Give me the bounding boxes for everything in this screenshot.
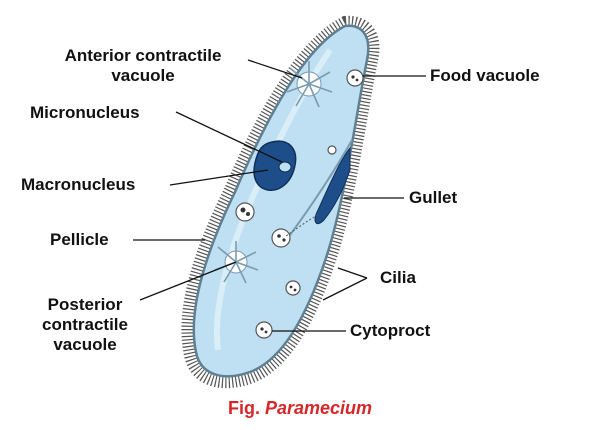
food-vacuoles <box>235 69 364 339</box>
figure-caption: Fig. Paramecium <box>0 398 600 419</box>
caption-prefix: Fig. <box>227 398 260 418</box>
leader-lines <box>133 59 426 332</box>
label-anterior-line1: Anterior contractile <box>64 46 222 65</box>
label-posterior-line1: Posterior <box>47 295 123 314</box>
cell-body <box>192 24 370 378</box>
label-pellicle: Pellicle <box>50 230 109 249</box>
micronucleus <box>278 161 292 173</box>
label-micronucleus: Micronucleus <box>30 103 140 122</box>
label-cytoproct: Cytoproct <box>350 321 431 340</box>
label-gullet: Gullet <box>409 188 458 207</box>
label-macronucleus: Macronucleus <box>21 175 136 194</box>
food-vacuole-granules <box>240 75 359 334</box>
caption-name: Paramecium <box>264 398 373 418</box>
vacuole-trail <box>285 214 319 237</box>
gullet <box>314 146 351 225</box>
label-posterior-contractile-vacuole: Posterior contractile vacuole <box>30 295 140 355</box>
label-food-vacuole: Food vacuole <box>430 66 540 85</box>
label-cilia: Cilia <box>380 268 416 287</box>
label-posterior-line2: contractile <box>42 315 128 334</box>
label-anterior-line2: vacuole <box>111 66 175 85</box>
label-anterior-contractile-vacuole: Anterior contractile vacuole <box>38 46 248 86</box>
anterior-contractile-vacuole <box>286 61 333 108</box>
oral-groove <box>289 139 353 236</box>
label-posterior-line3: vacuole <box>53 335 117 354</box>
